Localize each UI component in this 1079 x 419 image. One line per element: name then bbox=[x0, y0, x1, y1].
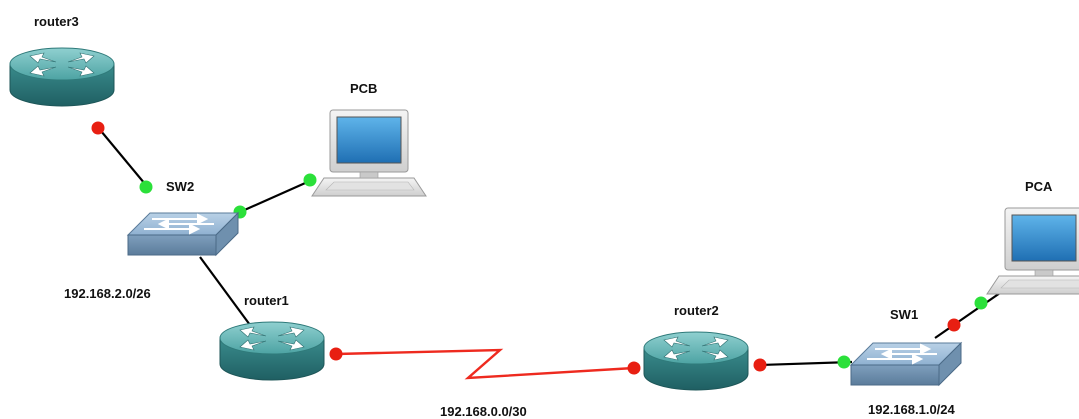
link-sw1-pca[interactable] bbox=[934, 292, 1001, 339]
router-icon bbox=[9, 47, 115, 107]
link-router2-sw1[interactable] bbox=[759, 360, 853, 367]
labels: router3 PCB SW2 192.168.2.0/26 router1 r… bbox=[34, 14, 1053, 419]
link-sw2-pcb[interactable] bbox=[239, 178, 313, 214]
port-pcb-up bbox=[303, 173, 317, 187]
port-router2-serial-down bbox=[627, 361, 641, 375]
port-indicators bbox=[91, 121, 988, 375]
port-router2-lan-down bbox=[753, 358, 767, 372]
router3-node[interactable] bbox=[9, 47, 115, 107]
computer-icon bbox=[311, 109, 427, 197]
link-router1-router2-serial[interactable] bbox=[335, 348, 635, 380]
pca-node[interactable] bbox=[986, 207, 1079, 295]
pcb-node[interactable] bbox=[311, 109, 427, 197]
link-router3-sw2[interactable] bbox=[95, 124, 151, 191]
router3-label: router3 bbox=[34, 14, 79, 29]
port-router3-down bbox=[91, 121, 105, 135]
port-router1-serial-down bbox=[329, 347, 343, 361]
router2-node[interactable] bbox=[643, 331, 749, 391]
router-icon bbox=[219, 321, 325, 381]
sw2-node[interactable] bbox=[127, 212, 239, 256]
switch-icon bbox=[127, 212, 239, 256]
sw1-node[interactable] bbox=[850, 342, 962, 386]
port-sw1-pca-down bbox=[947, 318, 961, 332]
sw1-label: SW1 bbox=[890, 307, 918, 322]
link-sw2-router1[interactable] bbox=[199, 256, 251, 326]
router2-label: router2 bbox=[674, 303, 719, 318]
router1-label: router1 bbox=[244, 293, 289, 308]
router1-node[interactable] bbox=[219, 321, 325, 381]
port-sw1-up bbox=[837, 355, 851, 369]
pcb-label: PCB bbox=[350, 81, 377, 96]
links bbox=[95, 124, 1001, 380]
sw2-label: SW2 bbox=[166, 179, 194, 194]
router-icon bbox=[643, 331, 749, 391]
computer-icon bbox=[986, 207, 1079, 295]
network-label-wan: 192.168.0.0/30 bbox=[440, 404, 527, 419]
pca-label: PCA bbox=[1025, 179, 1053, 194]
switch-icon bbox=[850, 342, 962, 386]
network-label-lan1: 192.168.1.0/24 bbox=[868, 402, 956, 417]
port-pca-up bbox=[974, 296, 988, 310]
network-label-lan2: 192.168.2.0/26 bbox=[64, 286, 151, 301]
port-sw2-up bbox=[139, 180, 153, 194]
